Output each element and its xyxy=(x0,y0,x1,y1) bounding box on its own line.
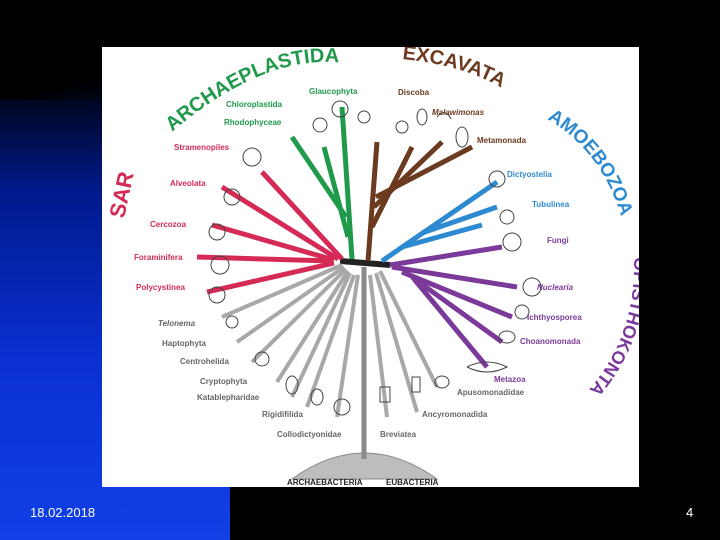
slide-date: 18.02.2018 xyxy=(30,505,96,520)
taxon-alveolata: Alveolata xyxy=(170,179,206,188)
bacteria-mound xyxy=(290,452,439,480)
taxon-tubulinea: Tubulinea xyxy=(532,200,570,209)
label-excavata: EXCAVATA xyxy=(402,47,510,92)
base-archaebacteria: ARCHAEBACTERIA xyxy=(287,478,363,487)
diagram-panel xyxy=(102,47,639,487)
unplaced-branches xyxy=(221,263,439,418)
taxon-breviatea: Breviatea xyxy=(380,430,417,439)
sar-branches xyxy=(196,170,344,295)
base-eubacteria: EUBACTERIA xyxy=(386,478,439,487)
taxon-nuclearia: Nuclearia xyxy=(537,283,574,292)
taxon-polycystinea: Polycystinea xyxy=(136,283,185,292)
taxon-rhodophyceae: Rhodophyceae xyxy=(224,118,282,127)
archaeplastida-branches xyxy=(289,106,355,260)
taxon-rigidifilida: Rigidifilida xyxy=(262,410,303,419)
organism-illustrations xyxy=(208,100,542,416)
taxon-foraminifera: Foraminifera xyxy=(134,253,183,262)
taxon-ancyromonadida: Ancyromonadida xyxy=(422,410,488,419)
excavata-branches xyxy=(365,140,474,262)
taxon-glaucophyta: Glaucophyta xyxy=(309,87,358,96)
taxon-cryptophyta: Cryptophyta xyxy=(200,377,248,386)
taxon-discoba: Discoba xyxy=(398,88,430,97)
taxon-cercozoa: Cercozoa xyxy=(150,220,187,229)
taxon-telonema: Telonema xyxy=(158,319,196,328)
root-bar xyxy=(339,258,391,268)
taxon-malawimonas: Malawimonas xyxy=(432,108,485,117)
taxon-metamonada: Metamonada xyxy=(477,136,526,145)
label-sar: SAR xyxy=(104,169,138,220)
eukaryote-tree-diagram: ARCHAEPLASTIDA EXCAVATA AMOEBOZOA OPISTH… xyxy=(104,47,639,487)
taxon-ichthyosporea: Ichthyosporea xyxy=(527,313,582,322)
taxon-centrohelida: Centrohelida xyxy=(180,357,229,366)
taxon-katablepharidae: Katablepharidae xyxy=(197,393,260,402)
taxon-metazoa: Metazoa xyxy=(494,375,526,384)
amoebozoa-branches xyxy=(380,179,499,264)
label-opisthokonta: OPISTHOKONTA xyxy=(586,257,639,400)
opisthokonta-branches xyxy=(389,244,518,369)
taxon-dictyostelia: Dictyostelia xyxy=(507,170,552,179)
taxon-stramenopiles: Stramenopiles xyxy=(174,143,230,152)
taxon-collodictyonidae: Collodictyonidae xyxy=(277,430,342,439)
taxon-haptophyta: Haptophyta xyxy=(162,339,207,348)
taxon-chloroplastida: Chloroplastida xyxy=(226,100,283,109)
slide-page-number: 4 xyxy=(686,505,694,520)
taxon-apusomonadidae: Apusomonadidae xyxy=(457,388,525,397)
taxon-choanomonada: Choanomonada xyxy=(520,337,581,346)
taxon-fungi: Fungi xyxy=(547,236,569,245)
